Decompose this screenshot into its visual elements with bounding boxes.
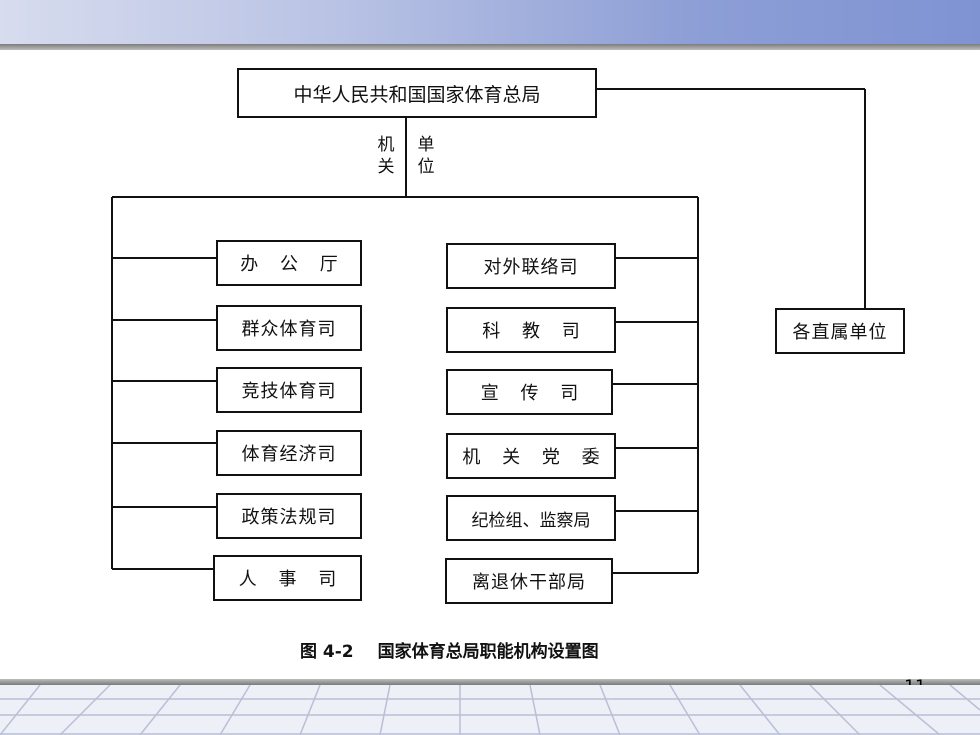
dept-sports-economy: 体育经济司 [216, 430, 362, 476]
branch-label-organs: 机 关 [377, 135, 395, 177]
dept-science-education: 科 教 司 [446, 307, 616, 353]
dept-competitive-sports: 竞技体育司 [216, 367, 362, 413]
dept-general-office: 办 公 厅 [216, 240, 362, 286]
header-rule [0, 44, 980, 50]
dept-party-committee: 机 关 党 委 [446, 433, 616, 479]
affiliated-units-box: 各直属单位 [775, 308, 905, 354]
branch-label-units: 单 位 [417, 135, 435, 177]
footer-perspective-grid [0, 685, 980, 735]
figure-number: 图 4-2 [300, 642, 354, 662]
dept-foreign-liaison: 对外联络司 [446, 243, 616, 289]
dept-publicity: 宣 传 司 [446, 369, 613, 415]
dept-personnel: 人 事 司 [213, 555, 362, 601]
dept-policy-regulation: 政策法规司 [216, 493, 362, 539]
header-band [0, 0, 980, 44]
figure-title: 国家体育总局职能机构设置图 [377, 642, 599, 662]
dept-discipline-supervision: 纪检组、监察局 [446, 495, 616, 541]
footer-rule [0, 679, 980, 685]
dept-retired-cadres: 离退休干部局 [445, 558, 613, 604]
footer-band [0, 685, 980, 735]
dept-mass-sports: 群众体育司 [216, 305, 362, 351]
figure-caption: 图 4-2 国家体育总局职能机构设置图 [300, 637, 599, 662]
top-box-general-administration: 中华人民共和国国家体育总局 [237, 68, 597, 118]
